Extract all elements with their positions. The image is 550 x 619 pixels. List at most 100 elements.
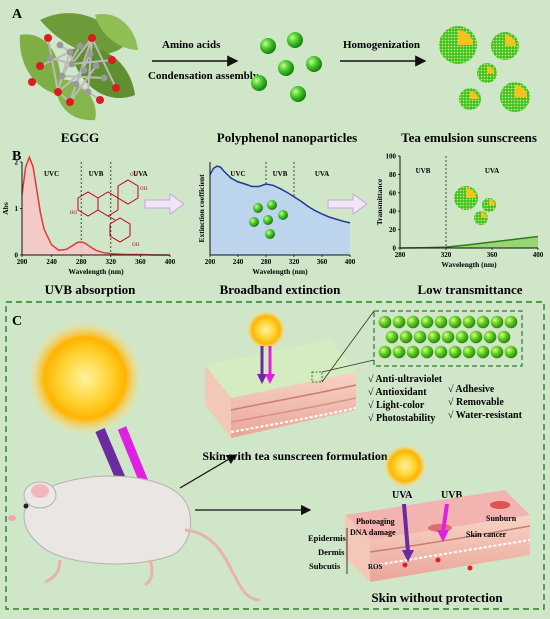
nanoparticle: [378, 345, 392, 359]
nanoparticle: [490, 315, 504, 329]
region-label: UVA: [315, 170, 329, 178]
molecule-atom: [96, 96, 104, 104]
x-tick-label: 280: [261, 258, 272, 266]
emulsion-droplet: [477, 63, 497, 83]
region-label: UVB: [273, 170, 288, 178]
emulsion-droplet: [491, 32, 519, 60]
x-tick-label: 200: [205, 258, 216, 266]
x-axis-label: Wavelength (nm): [252, 267, 308, 276]
emulsion-droplet: [439, 26, 477, 64]
nanoparticle: [504, 345, 518, 359]
region-label: UVC: [44, 170, 59, 178]
molecule-atom: [76, 42, 84, 50]
nanoparticle: [249, 217, 259, 227]
caption-unprotected-skin: Skin without protection: [371, 590, 503, 605]
nanoparticle: [420, 315, 434, 329]
caption-tea-emulsion-sunscreens: Tea emulsion sunscreens: [401, 130, 537, 145]
benefit-item: √ Adhesive: [448, 384, 495, 395]
nanoparticle: [260, 38, 276, 54]
extinction-particles: [249, 200, 288, 239]
nanoparticle: [267, 200, 277, 210]
x-tick-label: 360: [135, 258, 146, 266]
nanoparticle: [263, 215, 273, 225]
region-label: UVA: [485, 167, 499, 175]
region-label: UVB: [89, 170, 104, 178]
nanoparticle: [420, 345, 434, 359]
nanoparticle: [490, 345, 504, 359]
nanoparticle: [469, 330, 483, 344]
nanoparticle: [290, 86, 306, 102]
svg-text:OH: OH: [140, 187, 148, 192]
y-tick-label: 0: [393, 245, 397, 253]
nanoparticle: [392, 345, 406, 359]
emulsion-droplet: [500, 82, 530, 112]
molecule-atom: [108, 56, 116, 64]
egcg-structure-icon: OH OH HO OH: [70, 173, 148, 248]
uvb-label: UVB: [441, 490, 462, 501]
x-axis-label: Wavelength (nm): [441, 260, 497, 269]
molecule-atom: [28, 78, 36, 86]
y-tick-label: 80: [389, 171, 397, 179]
caption-uvb-absorption: UVB absorption: [45, 282, 136, 297]
molecule-atom: [36, 62, 44, 70]
protected-skin-block: [205, 340, 357, 438]
nanoparticle: [306, 56, 322, 72]
panel-c-frame: [5, 301, 545, 610]
svg-text:OH: OH: [130, 173, 138, 178]
region-label: UVA: [133, 170, 147, 178]
benefit-item: √ Removable: [448, 397, 504, 408]
nanoparticle: [483, 330, 497, 344]
x-tick-label: 280: [76, 258, 87, 266]
nanoparticle: [413, 330, 427, 344]
emulsion-droplets-group: [439, 26, 530, 112]
nanoparticle: [455, 330, 469, 344]
molecule-atom: [54, 88, 62, 96]
mouse-illustration: [8, 475, 261, 602]
y-axis-label: Extinction coefficient: [197, 174, 206, 243]
nanoparticle: [392, 315, 406, 329]
molecule-atom: [68, 60, 76, 68]
x-tick-label: 400: [533, 251, 544, 259]
series-area: [210, 166, 350, 255]
benefits-right-list: √ Adhesive √ Removable √ Water-resistant: [448, 384, 523, 421]
nanoparticle: [476, 315, 490, 329]
molecule-atom: [80, 66, 88, 74]
svg-text:OH: OH: [132, 243, 140, 248]
molecule-atom: [86, 50, 94, 58]
x-tick-label: 400: [165, 258, 176, 266]
unprotected-skin-block: [345, 490, 531, 582]
panel-a-label: A: [12, 7, 23, 22]
caption-polyphenol-nanoparticles: Polyphenol nanoparticles: [217, 130, 358, 145]
nanoparticle: [427, 330, 441, 344]
x-tick-label: 320: [106, 258, 117, 266]
damage-ros: ROS: [368, 563, 383, 571]
zoom-particles-box: [373, 310, 523, 367]
egcg-molecule-icon: [28, 34, 120, 106]
y-tick-label: 60: [389, 189, 397, 197]
y-axis-label: Transmittance: [375, 178, 384, 225]
benefits-left-list: √ Anti-ultraviolet √ Antioxidant √ Light…: [368, 374, 443, 424]
arrow1-bottom-label: Condensation assembly: [148, 70, 259, 82]
nanoparticle: [406, 315, 420, 329]
nanoparticle: [434, 315, 448, 329]
nanoparticle: [253, 203, 263, 213]
layer-epidermis: Epidermis: [308, 533, 346, 543]
nanoparticle: [251, 75, 267, 91]
nanoparticle: [462, 315, 476, 329]
nanoparticle: [448, 315, 462, 329]
panel-b-label: B: [12, 149, 21, 164]
benefit-item: √ Water-resistant: [448, 410, 523, 421]
molecule-atom: [92, 62, 100, 70]
uvb-penetration-arrow: [441, 503, 449, 533]
benefit-item: √ Anti-ultraviolet: [368, 374, 443, 385]
nanoparticle: [378, 315, 392, 329]
molecule-atom: [88, 34, 96, 42]
x-tick-label: 360: [317, 258, 328, 266]
damage-sunburn: Sunburn: [486, 514, 517, 523]
sun-icon-unprotected: [383, 444, 427, 488]
nanoparticle: [462, 345, 476, 359]
caption-broadband-extinction: Broadband extinction: [220, 282, 342, 297]
